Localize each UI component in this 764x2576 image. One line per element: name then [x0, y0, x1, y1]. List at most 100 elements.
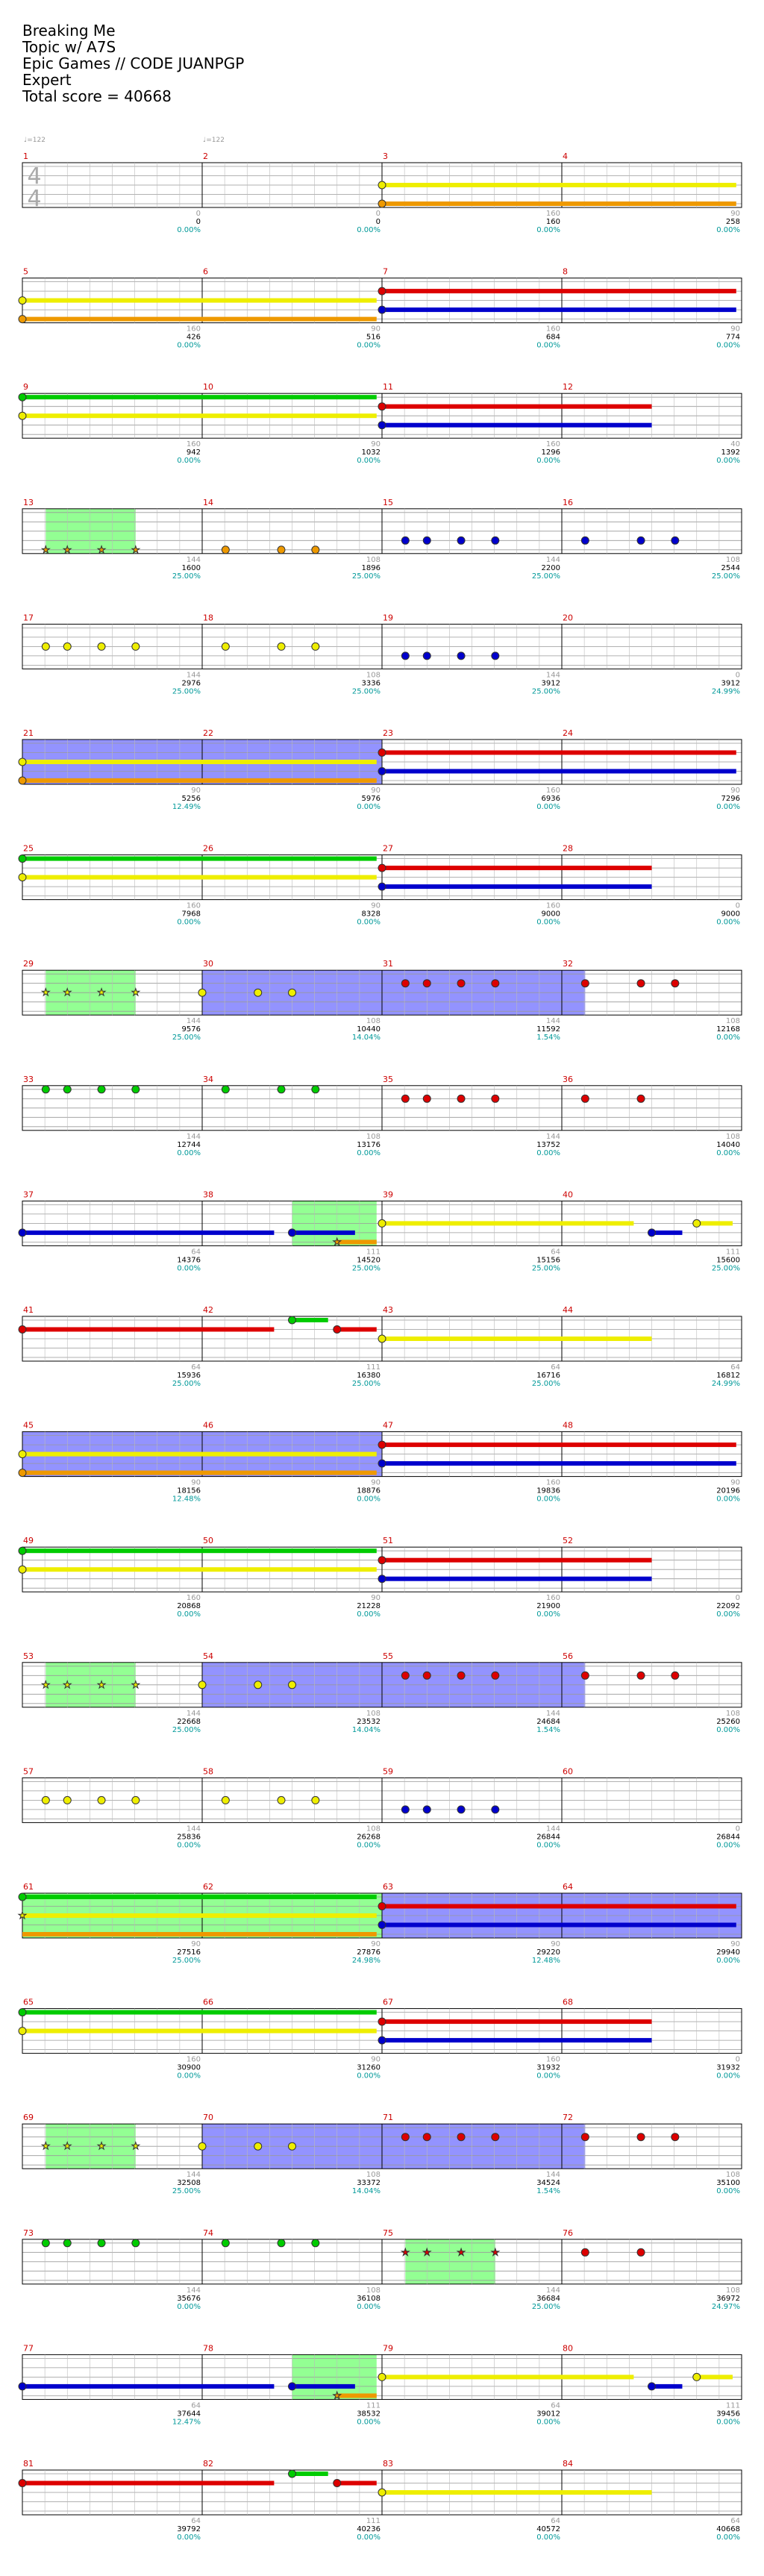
- sustain-b: [22, 2383, 275, 2389]
- note-b: [457, 1805, 466, 1814]
- measure-score: 7968: [182, 910, 201, 919]
- measure-subscore: 0: [376, 210, 381, 218]
- sustain-y: [696, 2375, 733, 2380]
- sustain-y: [382, 2375, 634, 2380]
- star-note: ★: [97, 545, 106, 556]
- measure-subscore: 160: [546, 902, 560, 910]
- measure-subscore: 108: [726, 1133, 740, 1141]
- note-r: [401, 1671, 410, 1680]
- measure-score: 12744: [177, 1141, 201, 1149]
- measure-subscore: 90: [371, 325, 381, 334]
- sustain-y: [382, 1337, 652, 1341]
- star-note: ★: [131, 1680, 140, 1691]
- measure-score: 39456: [716, 2410, 740, 2418]
- note-g: [277, 1085, 286, 1094]
- note-y: [18, 411, 27, 420]
- sustain-g: [292, 2472, 328, 2476]
- note-g: [311, 1085, 320, 1094]
- measure-score: 8328: [362, 910, 381, 919]
- note-b: [378, 1459, 386, 1468]
- sustain-b: [382, 1922, 736, 1928]
- measure-percent: 25.00%: [172, 1957, 201, 1965]
- note-b: [288, 1228, 296, 1237]
- measure-subscore: 64: [191, 1363, 201, 1372]
- note-o: [311, 545, 320, 554]
- star-note: ★: [97, 987, 106, 998]
- sustain-r: [382, 1442, 736, 1448]
- measure-score: 774: [726, 334, 740, 342]
- measure-number: 79: [383, 2343, 393, 2353]
- measure-score: 2976: [182, 679, 201, 687]
- measure-subscore: 90: [371, 1940, 381, 1948]
- sustain-r: [382, 1904, 736, 1909]
- measure-subscore: 111: [366, 1363, 381, 1372]
- measure-score: 13752: [536, 1141, 560, 1149]
- measure-subscore: 0: [196, 210, 201, 218]
- note-g: [288, 2469, 296, 2478]
- measure-score: 0: [376, 218, 381, 226]
- note-r: [580, 1671, 589, 1680]
- measure-percent: 25.00%: [172, 2187, 201, 2195]
- sustain-y: [382, 2490, 652, 2495]
- note-r: [457, 1094, 466, 1103]
- measure-number: 64: [563, 1882, 573, 1892]
- measure-score: 1896: [362, 564, 381, 572]
- measure-subscore: 108: [366, 1133, 381, 1141]
- note-y: [378, 1334, 386, 1343]
- measure-number: 28: [563, 844, 573, 854]
- measure-number: 72: [563, 2113, 573, 2122]
- note-y: [378, 181, 386, 190]
- measure-score: 39012: [536, 2410, 560, 2418]
- measure-percent: 0.00%: [716, 1149, 740, 1157]
- note-y: [288, 2142, 296, 2151]
- sustain-b: [382, 307, 736, 313]
- measure-score: 15600: [716, 1256, 740, 1264]
- sustain-o: [22, 316, 377, 322]
- note-r: [491, 1671, 500, 1680]
- measure-subscore: 160: [546, 1594, 560, 1602]
- staff-row: ★★★★73144356760.00%74108361080.00%751443…: [22, 2228, 742, 2311]
- measure-percent: 25.00%: [172, 1034, 201, 1042]
- measure-score: 1392: [721, 448, 740, 457]
- measure-percent: 0.00%: [177, 226, 201, 234]
- star-note: ★: [42, 987, 51, 998]
- note-b: [378, 1575, 386, 1584]
- measure-subscore: 0: [736, 1594, 740, 1602]
- measure-number: 26: [203, 844, 213, 854]
- measure-score: 9000: [542, 910, 560, 919]
- measure-percent: 0.00%: [536, 1610, 560, 1619]
- note-r: [636, 1094, 645, 1103]
- note-y: [18, 1450, 27, 1459]
- measure-percent: 14.04%: [352, 1034, 381, 1042]
- measure-percent: 0.00%: [536, 1149, 560, 1157]
- note-y: [18, 2027, 27, 2036]
- measure-score: 942: [187, 448, 201, 457]
- measure-number: 82: [203, 2459, 213, 2469]
- sustain-r: [382, 750, 736, 755]
- note-r: [671, 1671, 680, 1680]
- note-r: [378, 402, 386, 411]
- note-y: [63, 1795, 72, 1804]
- measure-percent: 24.99%: [712, 687, 740, 695]
- measure-score: 9000: [721, 910, 740, 919]
- sustain-y: [22, 413, 377, 419]
- measure-percent: 25.00%: [712, 1264, 740, 1272]
- star-note: ★: [131, 2141, 140, 2152]
- measure-subscore: 144: [546, 556, 560, 564]
- measure-percent: 24.98%: [352, 1957, 381, 1965]
- measure-score: 27516: [177, 1948, 201, 1957]
- measure-number: 59: [383, 1766, 393, 1776]
- measure-number: 50: [203, 1536, 213, 1545]
- note-y: [277, 1795, 286, 1804]
- measure-number: 77: [23, 2343, 34, 2353]
- measure-subscore: 144: [187, 1017, 201, 1025]
- note-b: [378, 767, 386, 775]
- measure-subscore: 64: [191, 2517, 201, 2525]
- measure-subscore: 108: [726, 1710, 740, 1718]
- measure-number: 61: [23, 1882, 34, 1892]
- measure-score: 14520: [357, 1256, 381, 1264]
- note-b: [580, 536, 589, 545]
- measure-subscore: 64: [551, 1363, 560, 1372]
- sustain-g: [22, 856, 377, 861]
